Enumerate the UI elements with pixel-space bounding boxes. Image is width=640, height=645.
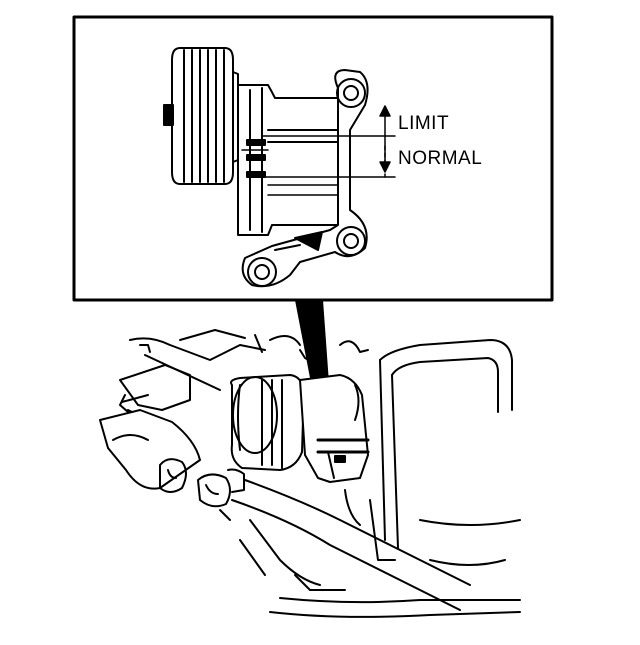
indicator-mark-lower: [246, 171, 266, 178]
callout-pointer: [295, 299, 329, 389]
limit-normal-range-marker: [261, 105, 396, 178]
engine-bay-view: [99, 329, 521, 618]
tensioner-pulley: [171, 47, 239, 185]
normal-label: NORMAL: [398, 148, 483, 169]
indicator-pointer: [246, 154, 266, 161]
pulley-bolt: [163, 104, 174, 126]
tensioner-bracket: [241, 69, 369, 288]
limit-label: LIMIT: [398, 113, 450, 134]
indicator-mark-upper: [246, 139, 266, 146]
tensioner-body: [237, 84, 339, 236]
